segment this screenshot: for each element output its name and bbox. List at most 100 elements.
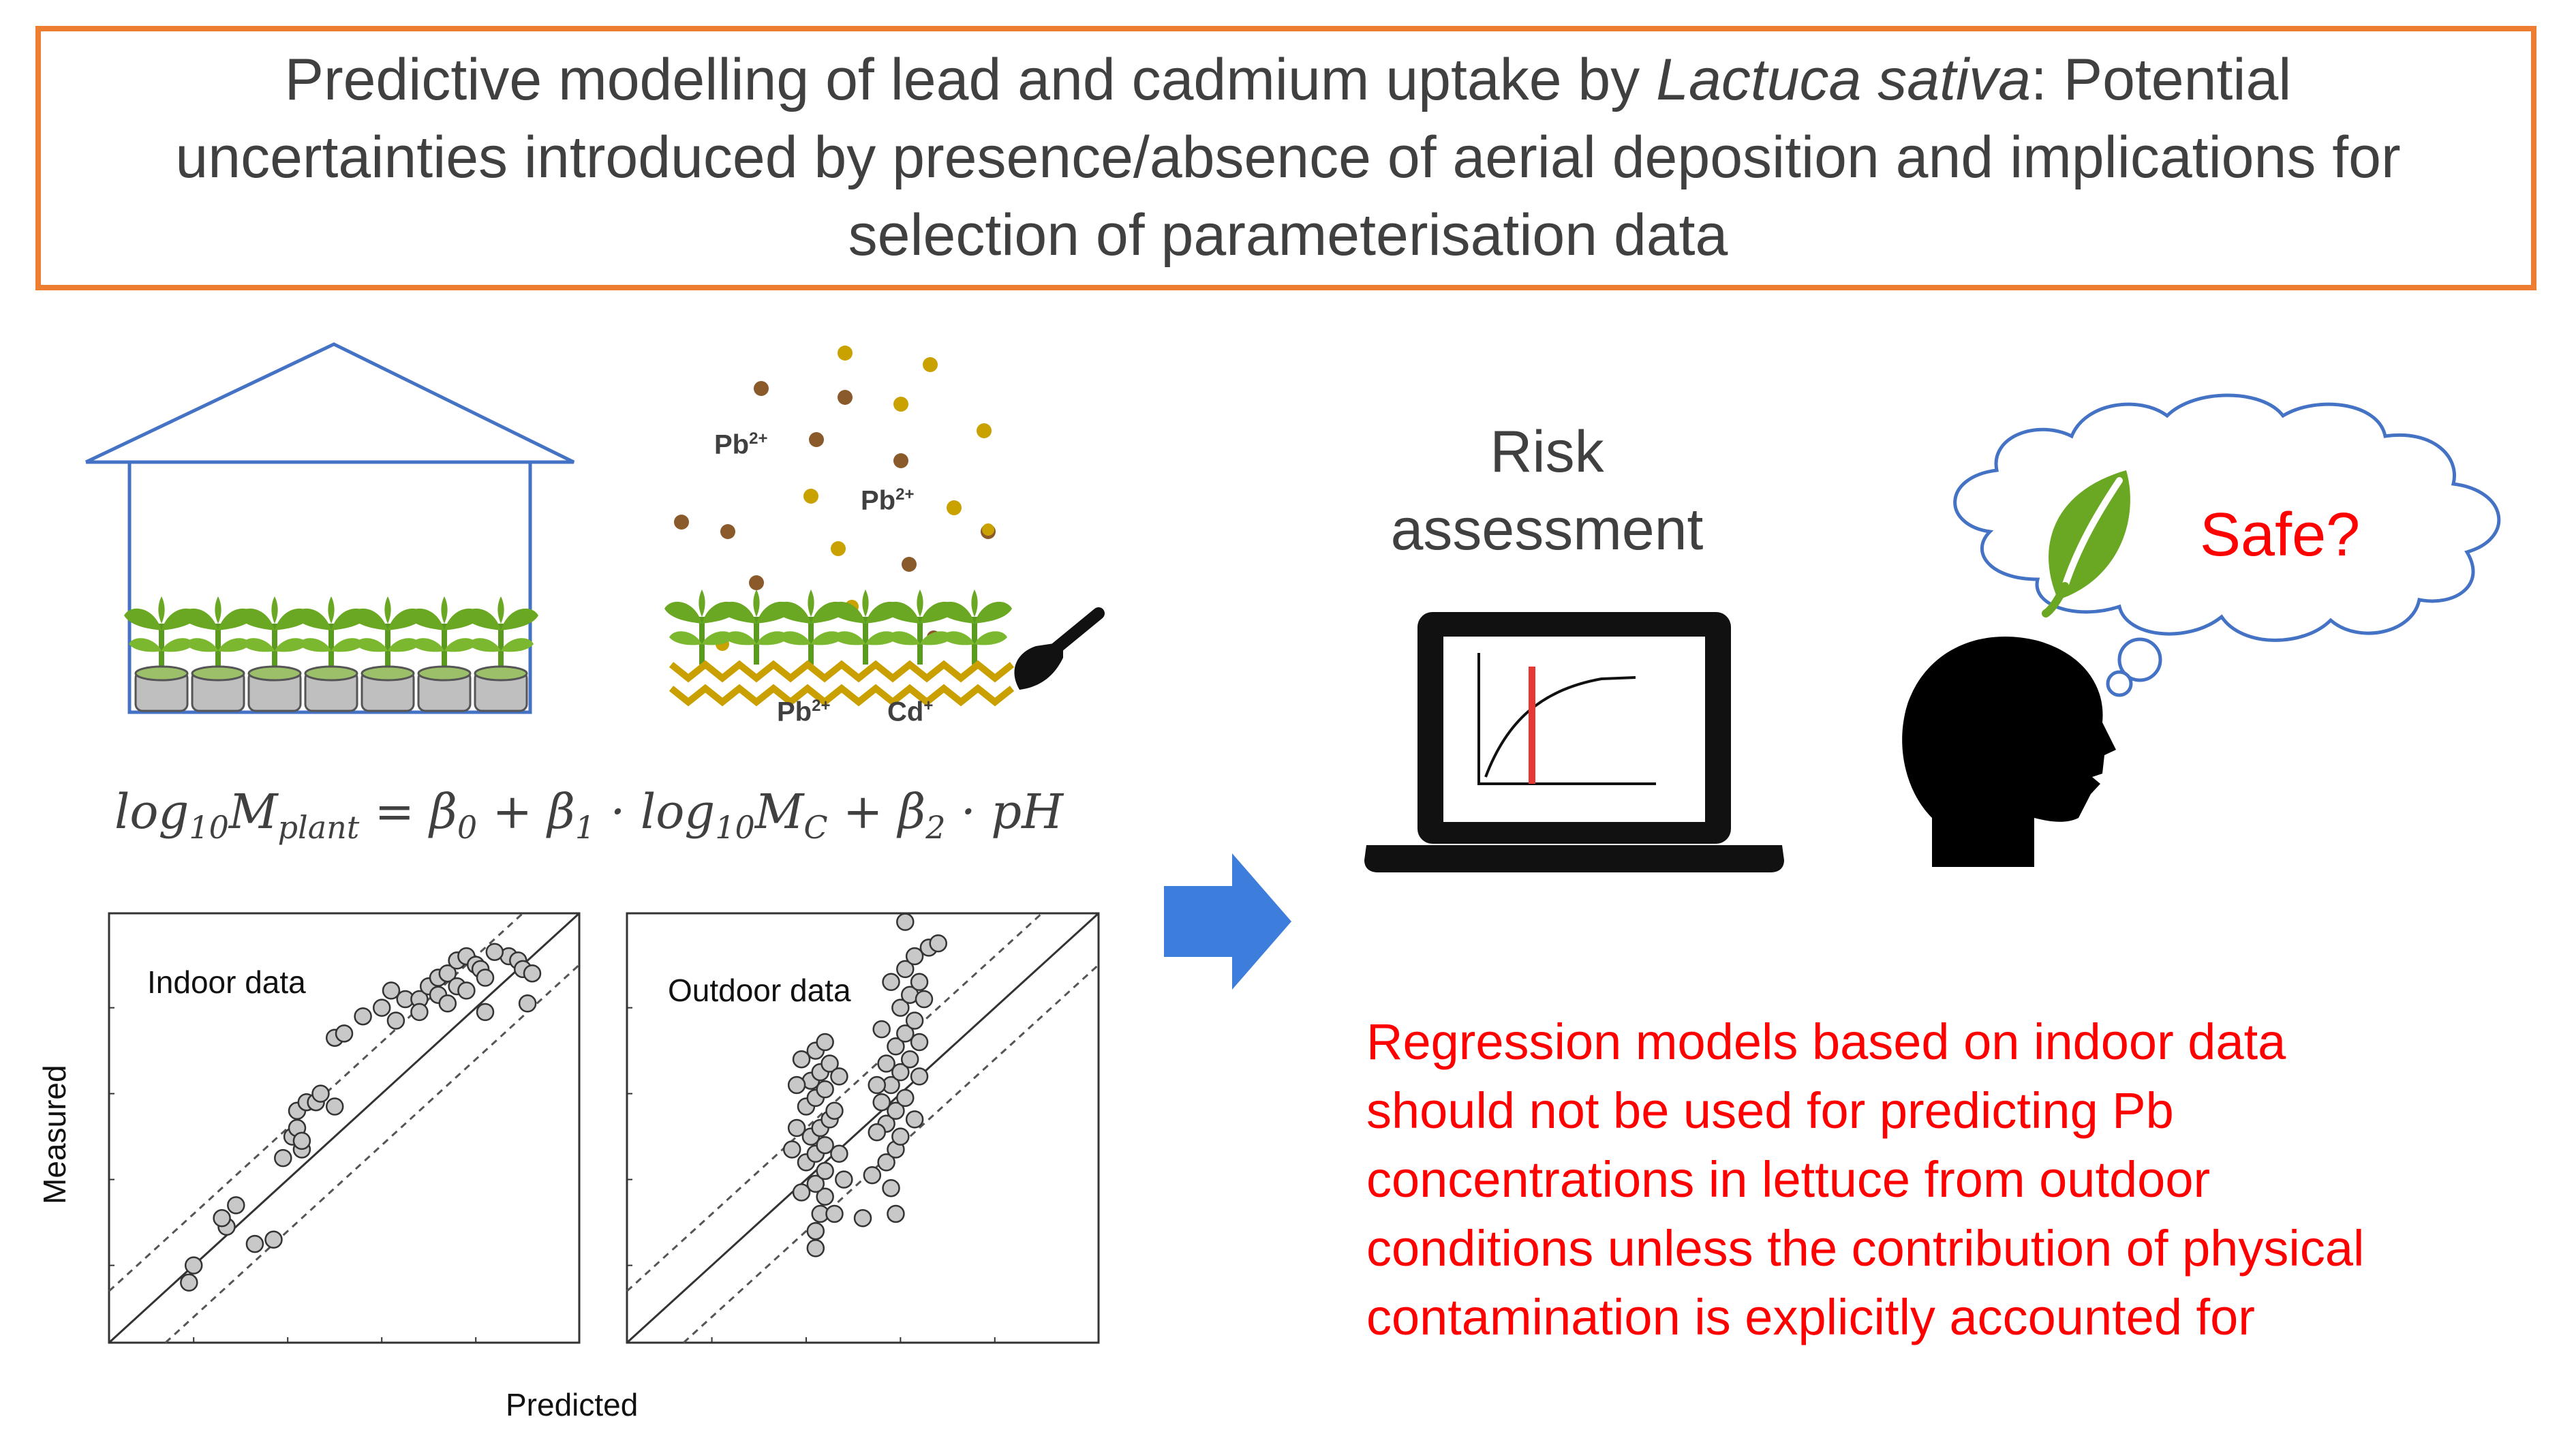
thought-bubble (1953, 393, 2501, 697)
scatter-point (877, 1153, 895, 1172)
scatter-point (792, 1183, 811, 1202)
scatter-point (905, 947, 924, 966)
scatter-point (863, 1166, 882, 1185)
title-species: Lactuca sativa (1656, 47, 2031, 112)
arrow-right-icon (1164, 853, 1291, 990)
scatter-point (877, 1054, 895, 1073)
outdoor-points (782, 913, 947, 1257)
outdoor-axis-ticks (627, 1007, 996, 1343)
scatter-point (372, 998, 391, 1017)
soil-surface (669, 660, 1015, 707)
field-plants (664, 590, 1012, 665)
title-line3: selection of parameterisation data (848, 202, 1728, 268)
thought-dot-large (2117, 637, 2162, 682)
scatter-point (274, 1148, 292, 1168)
scatter-point (438, 964, 457, 983)
scatter-point (485, 943, 504, 961)
conclusion-line: contamination is explicitly accounted fo… (1366, 1289, 2255, 1345)
scatter-point (929, 934, 947, 953)
scatter-point (825, 1204, 844, 1223)
scatter-point (872, 1093, 891, 1112)
scatter-point (910, 1033, 929, 1052)
scatter-point (830, 1144, 848, 1163)
scatter-point (354, 1007, 372, 1026)
risk-assessment-label: Risk assessment (1390, 419, 1704, 562)
head-silhouette-icon (1902, 637, 2116, 867)
scatter-point (887, 1204, 905, 1223)
scatter-point (386, 1011, 405, 1030)
scatter-point (816, 1033, 834, 1052)
scatter-point (891, 1063, 910, 1082)
scatter-point (787, 1076, 806, 1095)
scatter-point (184, 1256, 203, 1275)
y-axis-label: Measured (37, 1065, 72, 1204)
indoor-scatter-panel (108, 912, 581, 1344)
laptop-icon (1364, 612, 1784, 872)
scatter-point (457, 981, 476, 1000)
scatter-point (518, 994, 537, 1013)
scatter-point (821, 1054, 839, 1073)
scatter-point (896, 1088, 915, 1108)
potted-plants (124, 596, 538, 712)
scatter-point (335, 1024, 354, 1043)
scatter-point (872, 1020, 891, 1039)
scatter-point (891, 1127, 910, 1146)
dose-response-curve-icon (1477, 653, 1656, 785)
scatter-point (806, 1221, 825, 1240)
field-deposition-icon (664, 346, 1105, 707)
scatter-point (891, 998, 910, 1017)
scatter-point (476, 1003, 495, 1022)
scatter-point (180, 1273, 198, 1292)
scatter-point (476, 968, 495, 987)
conclusion-line: conditions unless the contribution of ph… (1366, 1220, 2365, 1277)
lower-band-line (683, 964, 1100, 1344)
outdoor-panel-title: Outdoor data (668, 973, 851, 1008)
scatter-point (905, 1011, 924, 1030)
scatter-point (782, 1140, 801, 1159)
scatter-point (264, 1230, 283, 1249)
scatter-point (213, 1209, 231, 1227)
scatter-point (882, 1178, 900, 1198)
conclusion-line: Regression models based on indoor data (1366, 1013, 2286, 1070)
scatter-point (835, 1170, 853, 1189)
scatter-point (882, 973, 900, 992)
ion-label-cd: Cd+ (887, 697, 934, 727)
scatter-point (900, 1050, 919, 1069)
outdoor-scatter-panel (626, 912, 1100, 1344)
scatter-point (910, 1067, 929, 1086)
conclusion-line: concentrations in lettuce from outdoor (1366, 1151, 2211, 1208)
scatter-point (868, 1076, 887, 1095)
scatter-point (853, 1209, 872, 1227)
scatter-point (905, 1110, 924, 1129)
one-to-one-line (626, 912, 1100, 1344)
lower-band-line (164, 964, 581, 1344)
greenhouse-icon (85, 342, 575, 714)
scatter-point (382, 981, 401, 1000)
scatter-point (825, 1101, 844, 1120)
scatter-point (245, 1234, 264, 1253)
title: Predictive modelling of lead and cadmium… (41, 41, 2535, 274)
scatter-point (816, 1080, 834, 1099)
trowel-icon (1014, 607, 1105, 690)
scatter-point (410, 1003, 429, 1022)
ion-label-pb-1: Pb2+ (714, 429, 768, 460)
scatter-point (311, 1084, 330, 1103)
title-line2: uncertainties introduced by presence/abs… (175, 125, 2401, 190)
scatter-point (816, 1135, 834, 1155)
indoor-panel-title: Indoor data (147, 964, 306, 1000)
scatter-point (787, 1118, 806, 1138)
scatter-point (915, 990, 934, 1009)
scatter-point (523, 964, 542, 983)
indoor-points (180, 943, 542, 1292)
scatter-point (896, 1024, 915, 1043)
regression-equation: log10Mplant = β0 + β1 · log10MC + β2 · p… (114, 784, 1064, 846)
scatter-point (830, 1067, 848, 1086)
indoor-axis-ticks (109, 1007, 477, 1343)
conclusion-text: Regression models based on indoor data s… (1366, 1007, 2539, 1352)
scatter-point (816, 1161, 834, 1180)
scatter-point (227, 1196, 245, 1215)
scatter-point (896, 960, 915, 979)
title-line1: Predictive modelling of lead and cadmium… (284, 47, 2292, 112)
